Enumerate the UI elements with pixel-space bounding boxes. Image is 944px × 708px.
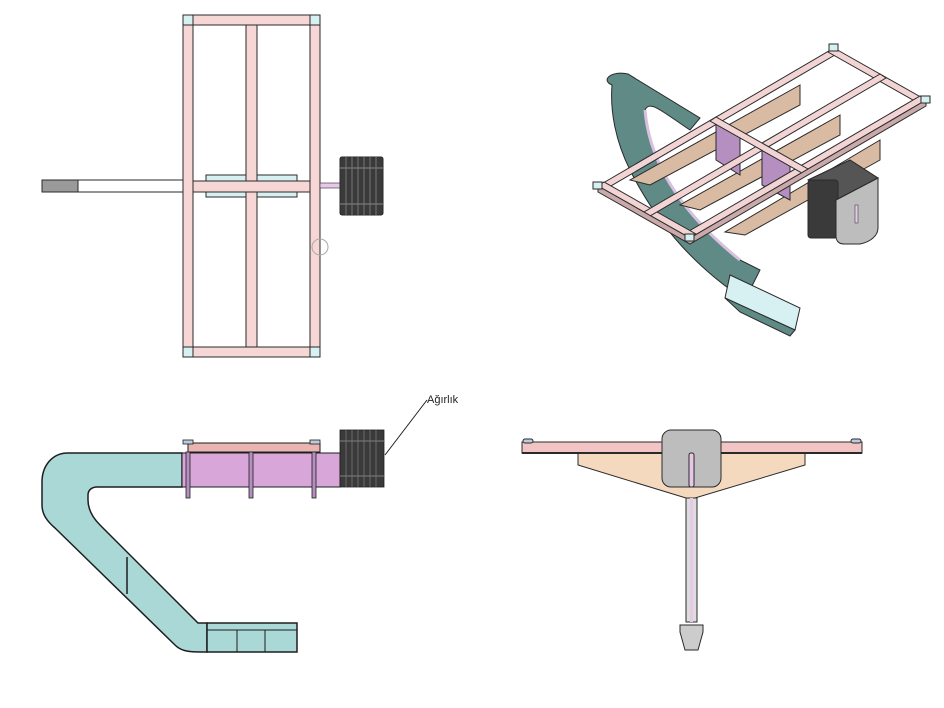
- leg: [185, 451, 191, 499]
- leg: [248, 451, 254, 499]
- frame-rail-bottom: [182, 346, 321, 358]
- arm-rod-end: [41, 179, 79, 193]
- corner-block: [592, 181, 603, 190]
- top-view: [41, 14, 384, 358]
- frame-rail-left: [182, 14, 194, 358]
- leader-line: [384, 399, 428, 456]
- side-view: Ağırlık: [41, 394, 459, 653]
- frame-rail-right: [309, 14, 321, 358]
- corner-block: [309, 346, 321, 358]
- weight-label: Ağırlık: [427, 394, 459, 406]
- foot-iso-side: [724, 297, 796, 337]
- frame-rail-top: [182, 14, 321, 26]
- weight-side: [339, 429, 385, 488]
- corner-block: [309, 14, 321, 26]
- weight-iso: [807, 159, 879, 245]
- isometric-view: [592, 43, 931, 337]
- cap: [522, 438, 534, 444]
- arm-side: [41, 452, 208, 653]
- gusset-iso: [678, 114, 841, 211]
- gusset-iso: [628, 84, 801, 186]
- corner-block: [684, 233, 695, 242]
- cap: [850, 438, 862, 444]
- corner-block: [182, 346, 194, 358]
- corner-block: [182, 14, 194, 26]
- weight-stack: [339, 156, 384, 216]
- foot-side: [206, 622, 298, 653]
- cross-bar: [192, 180, 311, 193]
- front-view: [521, 429, 863, 651]
- frame-iso: [597, 47, 927, 245]
- foot-front: [679, 624, 704, 651]
- cap: [309, 439, 321, 445]
- arm-inner-edge: [643, 109, 741, 262]
- cap: [182, 439, 194, 445]
- weight-connector: [319, 182, 341, 189]
- corner-block: [828, 43, 839, 52]
- top-plate: [187, 442, 321, 453]
- pivot-marker: [311, 238, 329, 256]
- housing-slot: [688, 452, 695, 488]
- corner-block: [920, 95, 931, 104]
- leg: [311, 451, 317, 499]
